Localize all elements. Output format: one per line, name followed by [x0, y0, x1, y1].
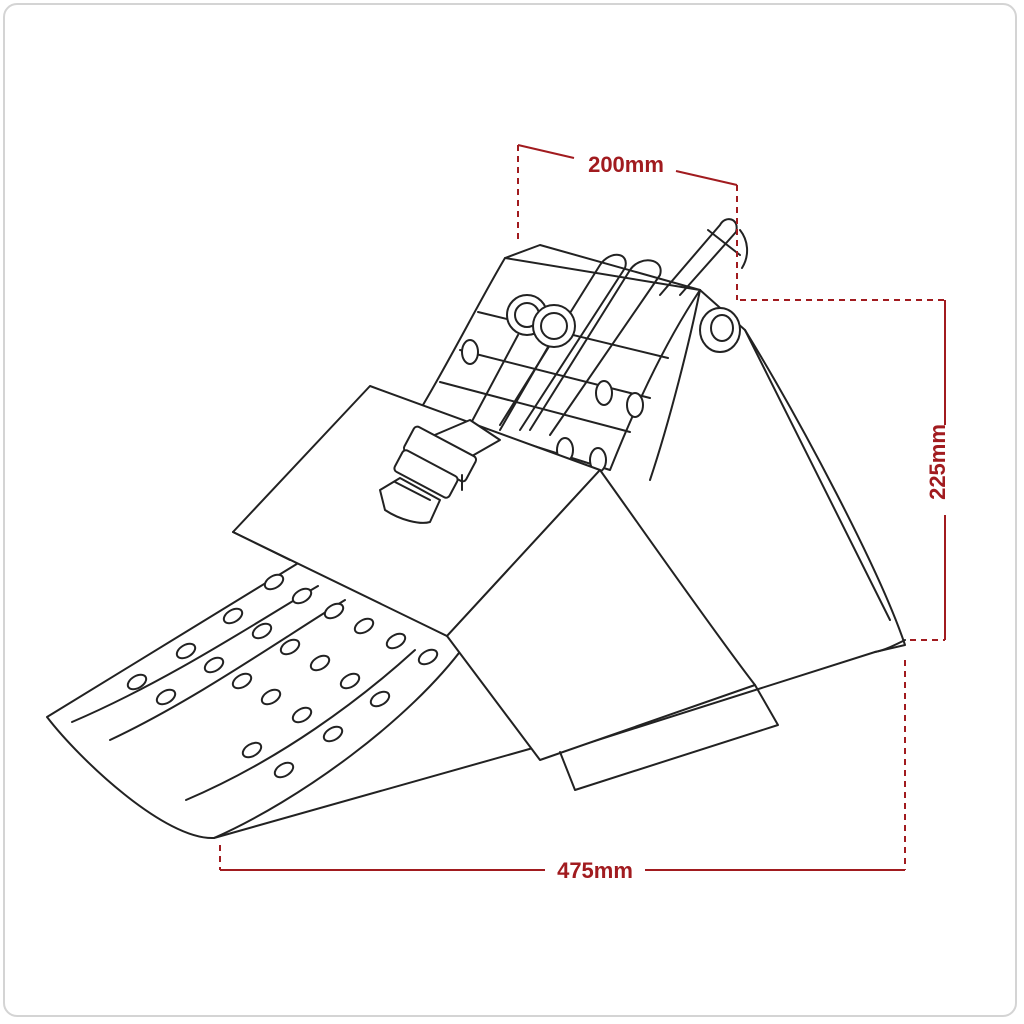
height-label: 225mm: [925, 424, 950, 500]
ramp-holes: [126, 573, 439, 779]
dimension-lines: [219, 144, 946, 871]
dimension-labels: 200mm 225mm 475mm: [557, 152, 950, 883]
width-label: 200mm: [588, 152, 664, 177]
width-dimension-line-left: [517, 144, 575, 159]
width-dimension-line-right: [675, 170, 738, 186]
side-plate: [446, 469, 779, 791]
length-label: 475mm: [557, 858, 633, 883]
clamp-mechanism: [379, 419, 501, 524]
